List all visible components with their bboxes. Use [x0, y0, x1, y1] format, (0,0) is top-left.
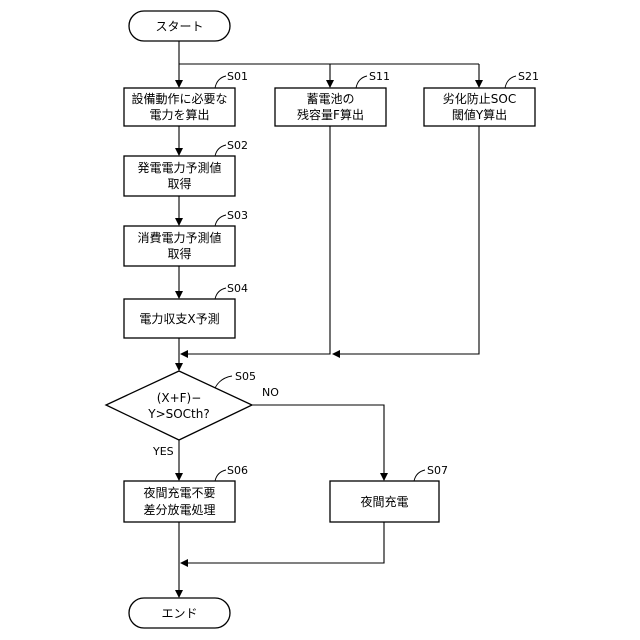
s11-step-label: S11: [369, 70, 390, 83]
step-s07: 夜間充電 S07: [330, 464, 448, 522]
s03-line2: 取得: [167, 246, 191, 261]
s03-leader: [215, 215, 226, 226]
s04-line1: 電力収支X予測: [139, 312, 219, 326]
s05-step-label: S05: [235, 370, 256, 383]
end-text: エンド: [161, 607, 197, 621]
s21-line1: 劣化防止SOC: [443, 91, 516, 106]
s05-no-label: NO: [262, 386, 279, 399]
step-s01: 設備動作に必要な 電力を算出 S01: [124, 70, 248, 126]
s21-leader: [505, 76, 516, 88]
s01-line1: 設備動作に必要な: [131, 91, 227, 106]
s06-line1: 夜間充電不要: [143, 485, 215, 500]
s04-step-label: S04: [227, 282, 248, 295]
step-s04: 電力収支X予測 S04: [124, 282, 248, 338]
start-terminator: スタート: [129, 11, 230, 41]
s04-leader: [215, 288, 226, 299]
s06-line2: 差分放電処理: [143, 502, 215, 517]
s01-line2: 電力を算出: [149, 107, 209, 122]
step-s11: 蓄電池の 残容量F算出 S11: [275, 70, 390, 126]
s01-leader: [215, 76, 226, 88]
s03-line1: 消費電力予測値: [137, 230, 221, 245]
s02-leader: [215, 145, 226, 156]
s02-line1: 発電電力予測値: [137, 160, 221, 175]
arrow-s07-to-merge: [181, 522, 384, 563]
step-s02: 発電電力予測値 取得 S02: [124, 139, 248, 196]
end-terminator: エンド: [129, 598, 230, 628]
start-text: スタート: [155, 20, 203, 34]
s11-line1: 蓄電池の: [306, 92, 354, 106]
s05-line2: Y>SOCth?: [147, 407, 210, 421]
step-s03: 消費電力予測値 取得 S03: [124, 209, 248, 266]
s06-step-label: S06: [227, 464, 248, 477]
s01-step-label: S01: [227, 70, 248, 83]
s05-leader: [215, 376, 232, 388]
arrow-s05-no-to-s07: [252, 405, 384, 480]
s11-leader: [356, 76, 367, 88]
s11-line2: 残容量F算出: [297, 107, 364, 122]
s06-leader: [215, 470, 226, 481]
step-s06: 夜間充電不要 差分放電処理 S06: [124, 464, 248, 522]
s21-step-label: S21: [518, 70, 539, 83]
s07-leader: [414, 470, 425, 481]
step-s21: 劣化防止SOC 閾値Y算出 S21: [424, 70, 539, 126]
s03-step-label: S03: [227, 209, 248, 222]
s07-step-label: S07: [427, 464, 448, 477]
s02-line2: 取得: [167, 176, 191, 191]
s02-step-label: S02: [227, 139, 248, 152]
s21-line2: 閾値Y算出: [452, 107, 507, 122]
s05-line1: (X+F)−: [157, 391, 202, 405]
arrow-s21-to-merge: [333, 126, 479, 354]
s05-yes-label: YES: [152, 445, 174, 458]
decision-s05: (X+F)− Y>SOCth? S05 NO YES: [106, 370, 279, 458]
s07-line1: 夜間充電: [360, 494, 408, 509]
